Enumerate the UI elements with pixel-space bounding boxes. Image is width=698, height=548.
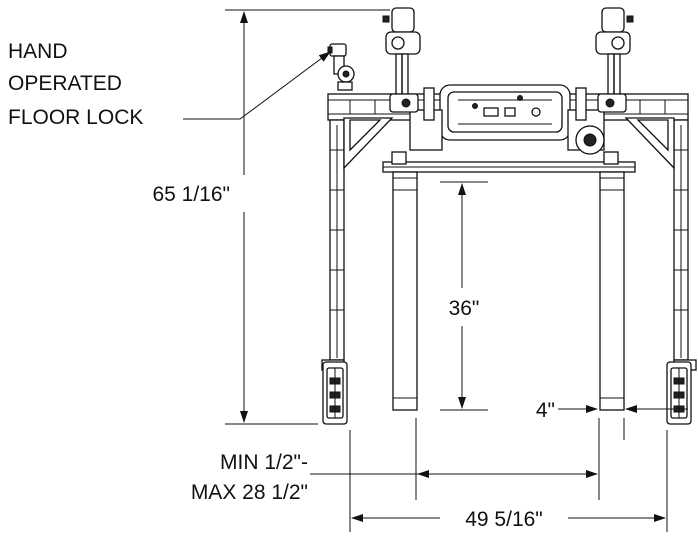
floor-lock-icon bbox=[327, 43, 355, 91]
fork-spread-min-label: MIN 1/2"- bbox=[220, 451, 308, 474]
callout-floor-lock: HAND OPERATED FLOOR LOCK bbox=[8, 40, 143, 129]
left-handle-assembly bbox=[382, 7, 421, 113]
right-handle-assembly bbox=[595, 7, 634, 113]
machine-outline bbox=[321, 7, 697, 425]
overall-width-label: 49 5/16" bbox=[465, 508, 543, 531]
overall-height-label: 65 1/16" bbox=[152, 183, 230, 206]
fork-length-label: 36" bbox=[449, 297, 480, 320]
callout-line-1: HAND bbox=[8, 40, 68, 63]
fork-width-label: 4" bbox=[536, 399, 555, 422]
callout-line-3: FLOOR LOCK bbox=[8, 106, 143, 129]
fork-spread-max-label: MAX 28 1/2" bbox=[191, 481, 308, 504]
left-caster-wheel bbox=[322, 361, 348, 425]
drive-housing bbox=[409, 84, 605, 155]
dimension-lines bbox=[183, 9, 688, 532]
right-caster-wheel bbox=[666, 361, 692, 425]
callout-line-2: OPERATED bbox=[8, 72, 122, 95]
right-fork bbox=[599, 171, 625, 411]
left-fork bbox=[392, 171, 418, 411]
